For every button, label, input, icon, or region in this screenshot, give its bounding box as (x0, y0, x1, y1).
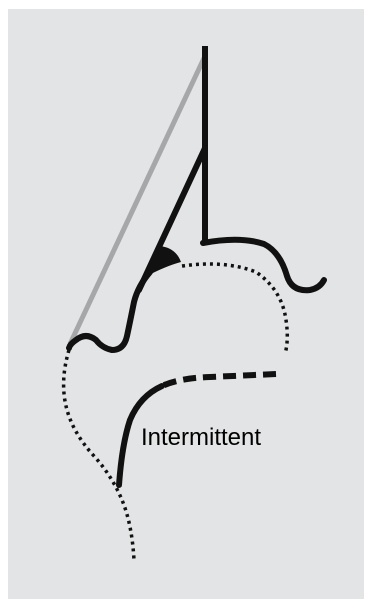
dotted-arc (182, 264, 287, 354)
gray-diagonal-line (70, 56, 205, 344)
dashed-upper-curve (162, 374, 276, 386)
black-diagonal-line (139, 148, 205, 290)
right-wave-curve (203, 240, 324, 290)
left-wave-curve (69, 272, 150, 350)
intermittent-label: Intermittent (141, 424, 261, 452)
